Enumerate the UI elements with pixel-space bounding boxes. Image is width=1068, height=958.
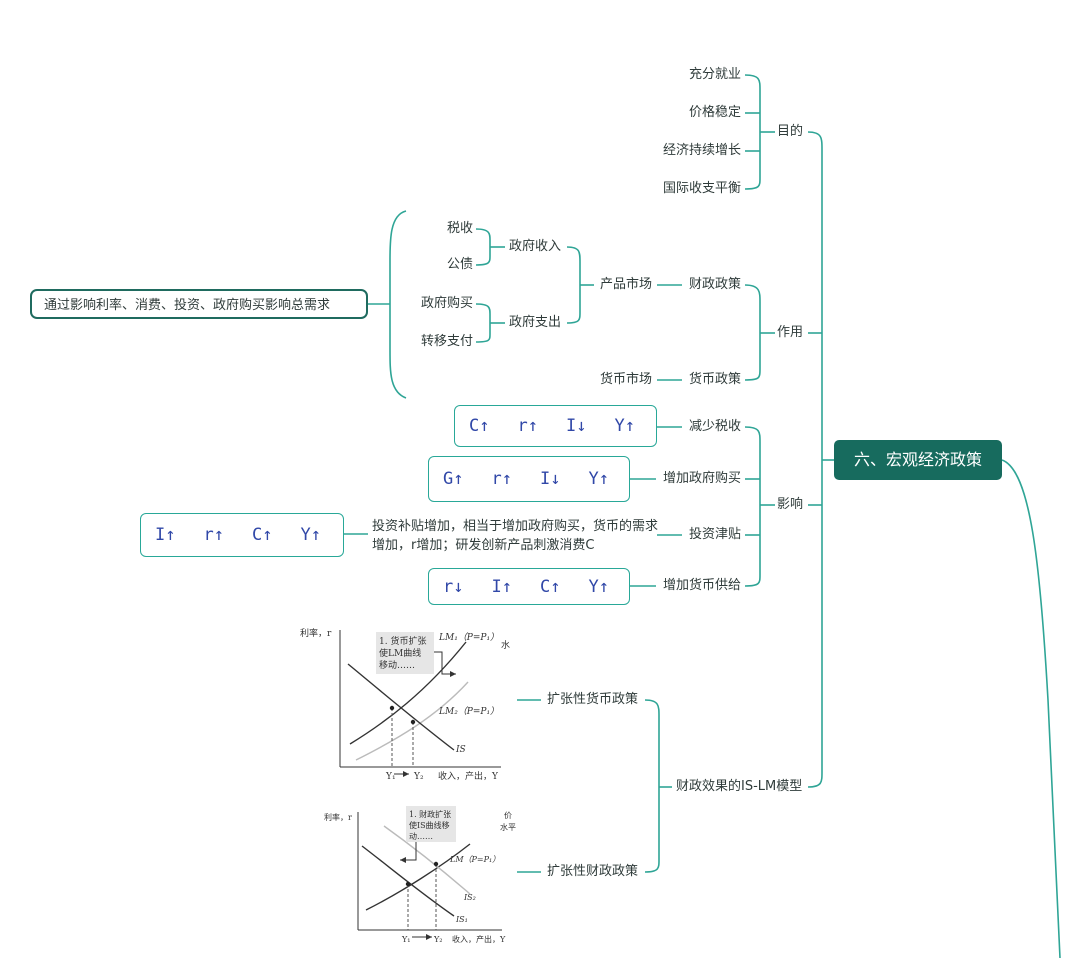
islm-figure-monetary: 利率，r 水 1. 货币扩张 使LM曲线 移动…… LM₁（P=P₁） LM₂（… [300,627,510,782]
hand-note: C↑ [469,416,490,436]
fig2-note-line: 1. 财政扩张 [409,809,451,819]
goal-item-full-employment[interactable]: 充分就业 [688,67,741,82]
handwritten-box-tax-cut[interactable]: C↑ r↑ I↓ Y↑ [454,405,657,447]
fig2-right-cut-label: 价 [504,811,512,820]
product-market-node[interactable]: 产品市场 [599,277,652,292]
root-node[interactable]: 六、宏观经济政策 [834,440,1002,480]
expansionary-fiscal-node[interactable]: 扩张性财政政策 [547,864,639,879]
fig1-y-axis-label: 利率，r [300,627,332,639]
fig1-x-axis-label: 收入，产出，Y [438,770,499,782]
effect-node[interactable]: 影响 [777,497,804,512]
gov-expenditure-node[interactable]: 政府支出 [509,315,562,330]
fig1-note-line: 使LM曲线 [379,647,421,659]
fiscal-policy-node[interactable]: 财政政策 [688,277,741,292]
goal-item-growth[interactable]: 经济持续增长 [662,143,741,158]
handwritten-box-money-supply[interactable]: r↓ I↑ C↑ Y↑ [428,568,630,605]
fig2-y2-label: Y₂ [433,935,443,944]
fig1-y1-label: Y₁ [385,772,396,782]
expansionary-monetary-node[interactable]: 扩张性货币政策 [547,692,639,707]
goal-item-balance-of-payments[interactable]: 国际收支平衡 [662,181,741,196]
hand-note: Y↑ [588,576,609,597]
fig1-note-line: 移动…… [379,659,415,671]
fig2-note-line: 使IS曲线移 [409,820,450,830]
fig2-note-line: 动…… [409,831,433,841]
fig2-y-axis-label: 利率，r [324,812,352,822]
tax-node[interactable]: 税收 [446,221,473,236]
hand-note: Y↑ [614,416,635,436]
hand-note: I↓ [539,469,561,489]
fig2-y1-label: Y₁ [401,935,411,944]
islm-node[interactable]: 财政效果的IS-LM模型 [676,779,803,794]
hand-note: C↑ [539,576,561,597]
fig1-lm2-label: LM₂（P=P₁） [438,706,499,717]
hand-note: I↑ [491,576,512,597]
effect-investment-subsidy[interactable]: 投资津贴 [688,527,741,542]
money-market-node[interactable]: 货币市场 [599,372,652,387]
hand-note: I↓ [565,416,587,436]
hand-note: r↑ [517,416,538,436]
gov-purchase-node[interactable]: 政府购买 [420,296,473,311]
fig2-x-axis-label: 收入，产出，Y [452,934,506,944]
fig2-lm-label: LM（P=P₁） [449,855,500,864]
fig2-right-cut-label: 水平 [500,822,516,832]
fig1-is-label: IS [455,745,466,755]
effect-tax-cut[interactable]: 减少税收 [688,419,741,434]
gov-revenue-node[interactable]: 政府收入 [509,239,562,254]
islm-figure-fiscal: 利率，r 价 水平 1. 财政扩张 使IS曲线移 动…… LM（P=P₁） IS… [324,806,516,944]
goal-item-price-stability[interactable]: 价格稳定 [688,105,741,120]
fig1-lm1-label: LM₁（P=P₁） [438,632,499,643]
fig1-y2-label: Y₂ [413,772,424,782]
hand-note: G↑ [443,469,464,489]
hand-note: r↑ [491,469,512,489]
public-debt-node[interactable]: 公债 [446,257,473,272]
hand-note: r↑ [203,525,224,545]
effect-money-supply[interactable]: 增加货币供给 [662,578,741,593]
handwritten-box-gov-purchase[interactable]: G↑ r↑ I↓ Y↑ [428,456,630,502]
hand-note: Y↑ [588,469,609,489]
handwritten-box-investment-subsidy[interactable]: I↑ r↑ C↑ Y↑ [140,513,344,557]
effect-gov-purchase[interactable]: 增加政府购买 [662,471,741,486]
role-node[interactable]: 作用 [777,325,804,340]
goal-node[interactable]: 目的 [777,124,804,139]
fig2-is1-label: IS₁ [455,915,468,924]
hand-note: C↑ [251,525,273,545]
aggregate-demand-note[interactable]: 通过影响利率、消费、投资、政府购买影响总需求 [30,289,368,319]
hand-note: I↑ [155,525,176,545]
monetary-policy-node[interactable]: 货币政策 [688,372,741,387]
fig1-note-line: 1. 货币扩张 [379,635,426,647]
hand-note: Y↑ [300,525,321,545]
fig2-is2-label: IS₂ [463,893,476,902]
transfer-payment-node[interactable]: 转移支付 [420,334,473,349]
investment-subsidy-note[interactable]: 投资补贴增加，相当于增加政府购买，货币的需求增加，r增加；研发创新产品刺激消费C [372,519,659,553]
fig1-right-cut-label: 水 [501,639,510,651]
hand-note: r↓ [443,576,464,597]
